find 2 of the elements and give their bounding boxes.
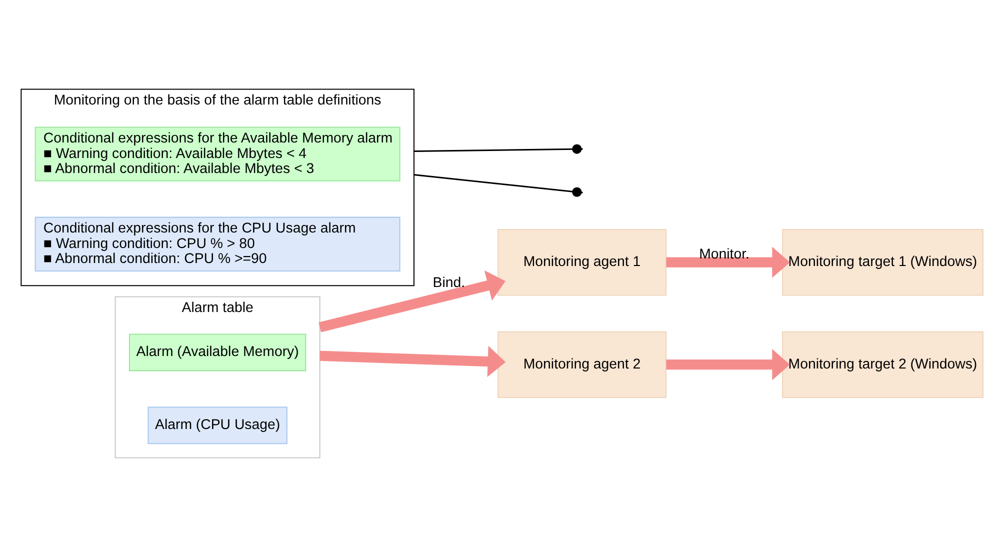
edge-label: Monitor. — [698, 246, 749, 263]
edge-label: Bind. — [432, 274, 465, 291]
